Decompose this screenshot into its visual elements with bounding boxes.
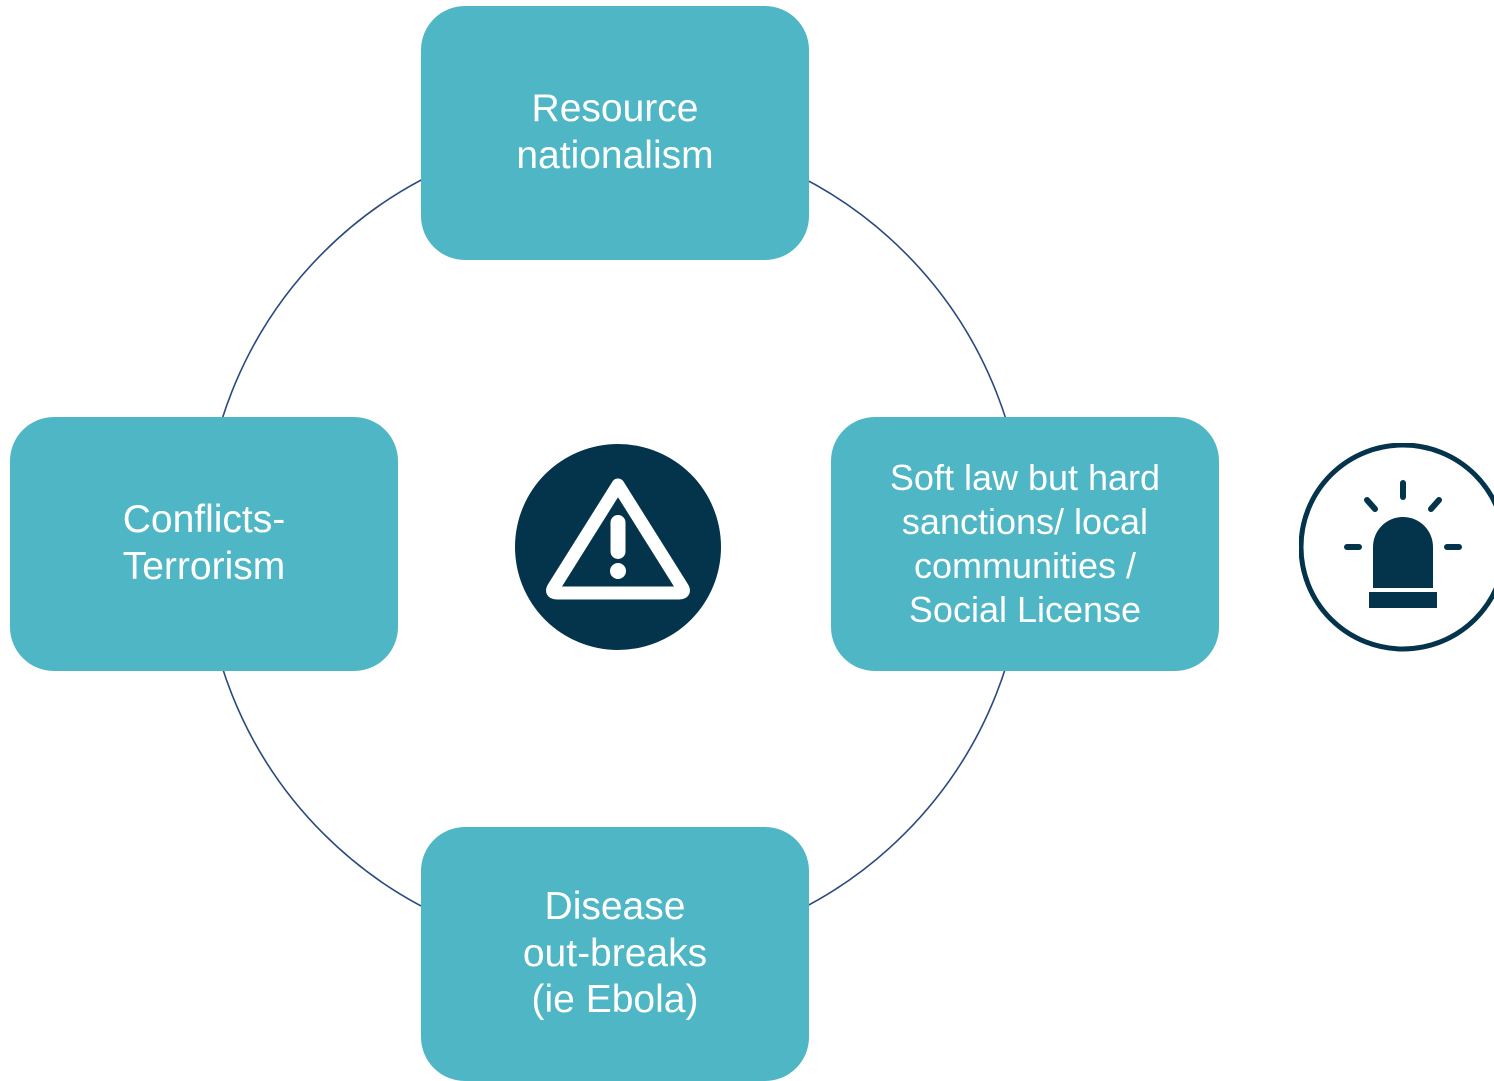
node-label: Conflicts- Terrorism bbox=[122, 498, 286, 588]
node-conflicts-terrorism: Conflicts- Terrorism bbox=[10, 417, 398, 671]
warning-triangle-icon bbox=[515, 444, 721, 650]
node-resource-nationalism: Resource nationalism bbox=[421, 6, 809, 260]
node-disease-outbreaks: Disease out-breaks (ie Ebola) bbox=[421, 827, 809, 1081]
node-label: Disease out-breaks (ie Ebola) bbox=[522, 884, 708, 1022]
node-label: Soft law but hard sanctions/ local commu… bbox=[889, 457, 1161, 630]
node-social-license: Soft law but hard sanctions/ local commu… bbox=[831, 417, 1219, 671]
alarm-siren-icon bbox=[1299, 443, 1494, 652]
node-label: Resource nationalism bbox=[516, 87, 714, 177]
